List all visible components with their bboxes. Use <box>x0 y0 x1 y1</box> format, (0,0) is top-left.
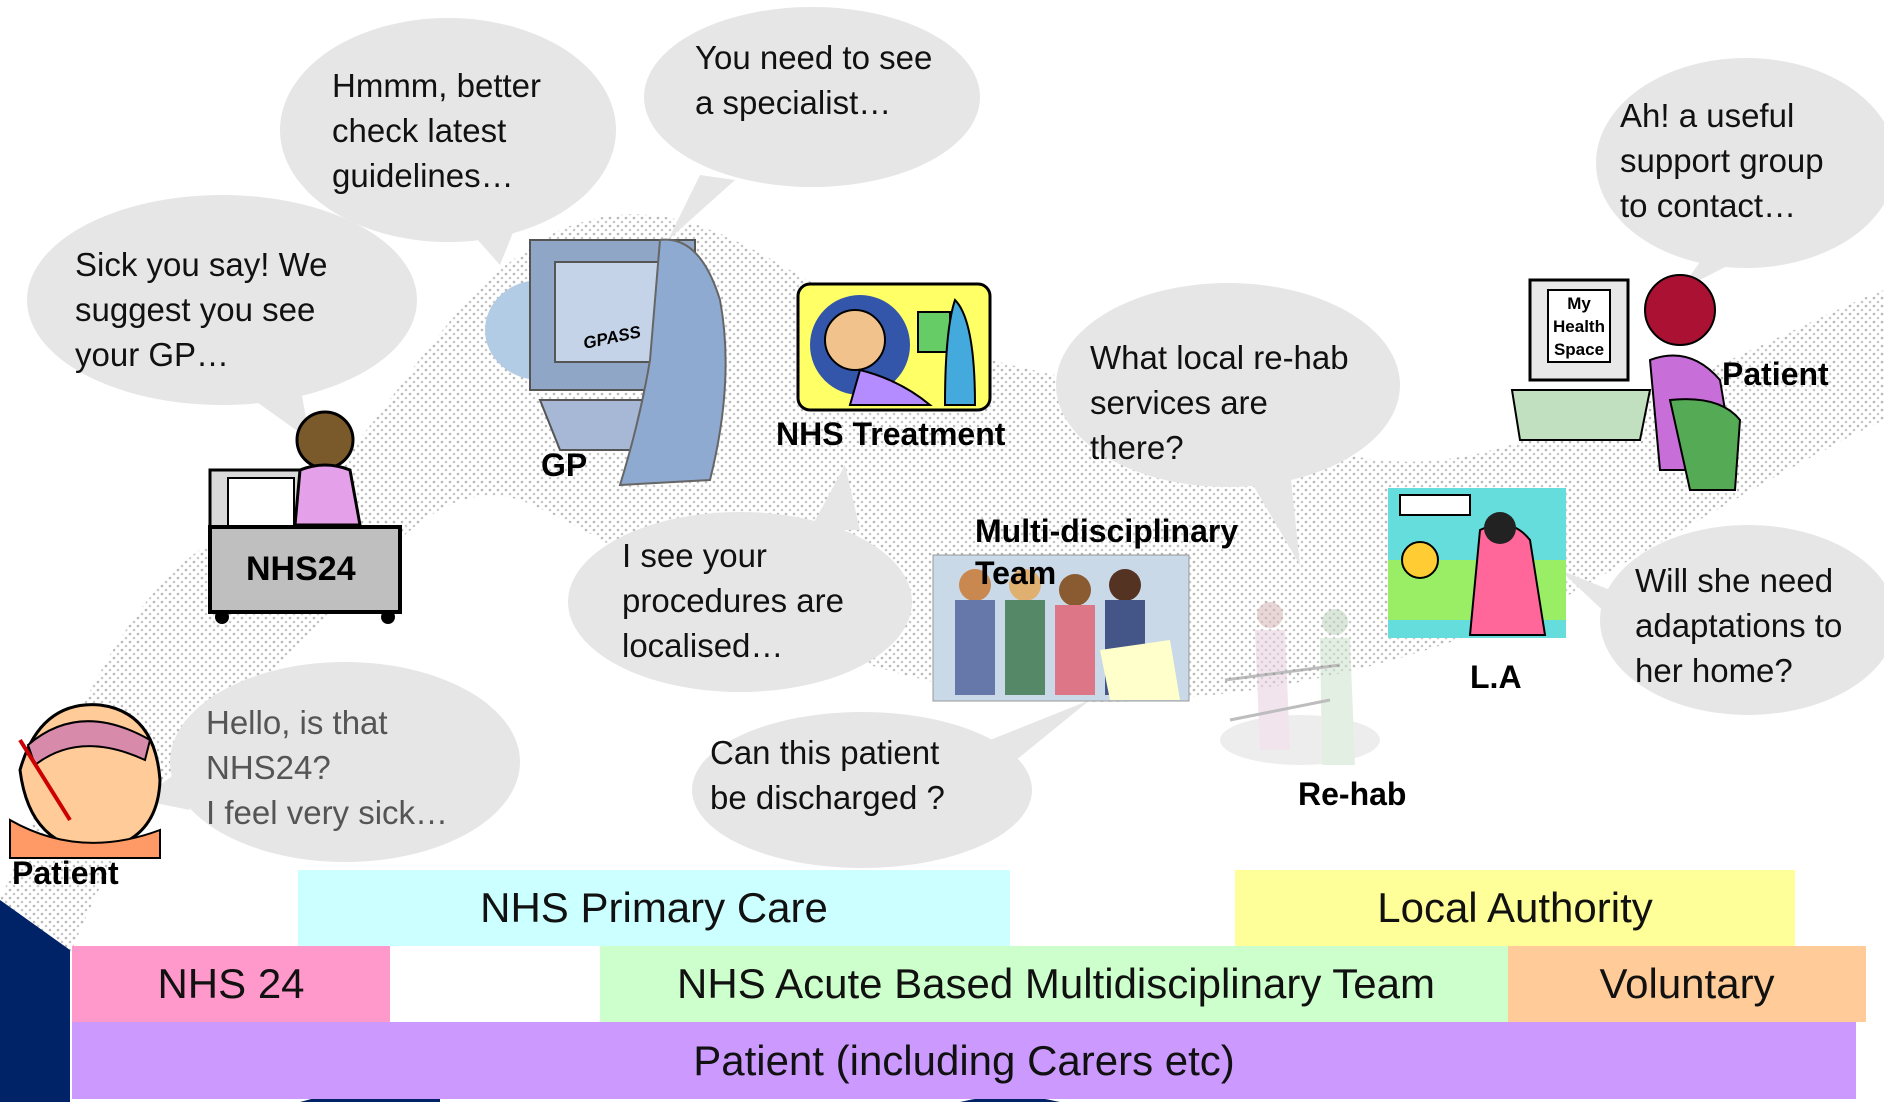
bubble-rehab-tail <box>1250 470 1300 565</box>
bubble-nhs24-text: Sick you say! We suggest you see your GP… <box>75 246 328 373</box>
band-voluntary-bg <box>1508 946 1866 1022</box>
nhs-treatment-icon <box>796 282 992 412</box>
mdt-team-icon <box>932 554 1190 702</box>
bubble-specialist-tail <box>668 175 735 240</box>
la-label: L.A <box>1470 659 1522 695</box>
bubble-adaptations-tail <box>1560 570 1615 622</box>
patient-computer-icon <box>1510 274 1742 491</box>
band-nhs24-bg <box>72 946 390 1022</box>
bubble-patient-call <box>170 662 520 862</box>
bubble-nhs24-tail <box>240 385 310 440</box>
rehab-label: Re-hab <box>1298 776 1407 812</box>
bubble-patient-call-text: Hello, is that NHS24? I feel very sick… <box>206 704 449 831</box>
band-voluntary: Voluntary <box>1599 960 1775 1007</box>
bubble-gp-check <box>280 18 616 242</box>
gp-computer-icon <box>485 238 727 487</box>
bubble-adaptations-text: Will she need adaptations to her home? <box>1635 562 1843 689</box>
bubble-rehab-text: What local re-hab services are there? <box>1090 339 1349 466</box>
band-primary-care: NHS Primary Care <box>480 884 828 931</box>
band-primary-care-bg <box>298 870 1010 946</box>
sick-patient-icon <box>9 703 162 859</box>
bubble-support <box>1596 58 1884 268</box>
band-patient: Patient (including Carers etc) <box>693 1036 1235 1084</box>
bubble-specialist <box>644 7 980 187</box>
nhs24-desk-label: NHS24 <box>246 550 356 588</box>
bubble-treatment-tail <box>810 465 860 530</box>
bubble-gp-check-tail <box>460 215 520 265</box>
rehab-icon <box>1220 602 1380 765</box>
patient-home-label: Patient <box>1722 356 1829 392</box>
bubble-discharge-text: Can this patient be discharged ? <box>710 734 945 816</box>
band-nhs24: NHS 24 <box>157 960 305 1007</box>
band-local-authority: Local Authority <box>1377 884 1653 931</box>
bubble-nhs24 <box>27 195 417 405</box>
speech-bubbles <box>27 7 1884 868</box>
band-local-authority-bg <box>1235 870 1795 946</box>
bubble-treatment <box>568 512 912 692</box>
bubble-treatment-text: I see your procedures are localised… <box>622 537 844 664</box>
corner-decoration <box>0 900 70 1102</box>
health-space-label: My Health Space <box>1553 294 1605 359</box>
nhs-treatment-label: NHS Treatment <box>776 416 1006 452</box>
bubble-discharge-tail <box>990 700 1090 765</box>
bubble-discharge <box>692 712 1032 868</box>
nhs24-operator-icon <box>208 410 402 624</box>
band-acute-mdt: NHS Acute Based Multidisciplinary Team <box>677 960 1435 1007</box>
bubble-rehab <box>1056 283 1400 487</box>
mdt-label: Multi-disciplinary Team <box>975 513 1239 591</box>
patient-start-label: Patient <box>12 855 119 891</box>
bubble-adaptations <box>1600 525 1884 715</box>
bubble-support-text: Ah! a useful support group to contact… <box>1620 97 1824 224</box>
la-kitchen-icon <box>1388 488 1566 638</box>
band-patient-bg <box>72 1022 1856 1099</box>
band-acute-mdt-bg <box>600 946 1512 1022</box>
gp-label: GP <box>541 447 588 483</box>
bubble-specialist-text: You need to see a specialist… <box>695 39 933 121</box>
bubble-gp-check-text: Hmmm, better check latest guidelines… <box>332 67 542 194</box>
